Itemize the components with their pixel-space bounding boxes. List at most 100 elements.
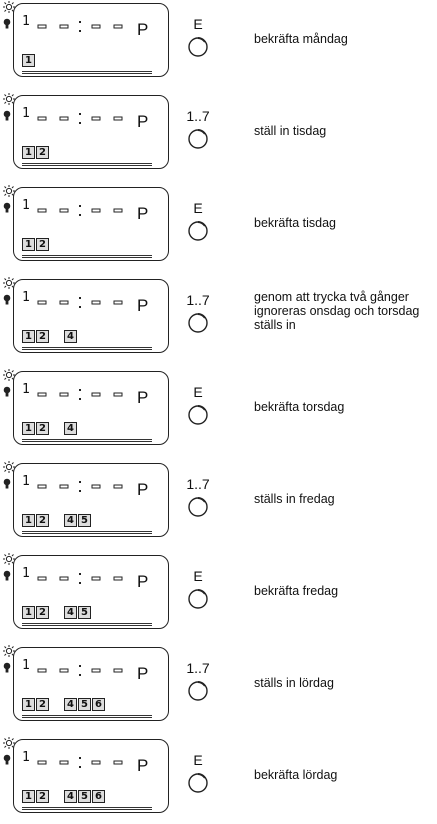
weekday-box: 2 <box>36 146 49 159</box>
weekday-box: 2 <box>36 422 49 435</box>
button-label: E <box>193 16 203 32</box>
step-caption: bekräfta lördag <box>254 768 338 782</box>
button-label: 1..7 <box>186 108 210 124</box>
step-caption: bekräfta tisdag <box>254 216 336 230</box>
weekday-box: 1 <box>22 698 35 711</box>
step-caption: ställs in fredag <box>254 492 335 506</box>
program-digit: 1 <box>22 198 30 213</box>
time-segments <box>37 389 123 400</box>
weekday-box: 5 <box>78 698 91 711</box>
bulb-icon <box>3 476 11 489</box>
weekday-box: 2 <box>36 606 49 619</box>
dial-button-icon <box>188 681 208 701</box>
dial-button-icon <box>188 497 208 517</box>
p-label: P <box>137 20 149 39</box>
bulb-icon <box>3 292 11 305</box>
weekday-bar <box>22 71 152 74</box>
time-segments <box>37 113 123 124</box>
time-segments <box>37 757 123 768</box>
program-digit: 1 <box>22 566 30 581</box>
weekday-box: 1 <box>22 790 35 803</box>
weekday-box: 6 <box>92 698 105 711</box>
p-label: P <box>137 572 149 591</box>
bulb-icon <box>3 16 11 29</box>
dial-button[interactable]: 1..7 <box>184 108 212 154</box>
step-caption: ställs in lördag <box>254 676 334 690</box>
bulb-icon <box>3 108 11 121</box>
weekday-box: 2 <box>36 330 49 343</box>
weekday-bar <box>22 623 152 626</box>
dial-button-icon <box>188 589 208 609</box>
dial-button[interactable]: E <box>184 16 212 62</box>
step-caption: bekräfta måndag <box>254 32 348 46</box>
weekday-box: 2 <box>36 514 49 527</box>
weekday-bar <box>22 715 152 718</box>
dial-button[interactable]: E <box>184 752 212 798</box>
step-caption: bekräfta fredag <box>254 584 339 598</box>
program-digit: 1 <box>22 474 30 489</box>
weekday-bar <box>22 531 152 534</box>
weekday-box: 5 <box>78 790 91 803</box>
dial-button[interactable]: 1..7 <box>184 660 212 706</box>
time-segments <box>37 205 123 216</box>
weekday-box: 1 <box>22 238 35 251</box>
weekday-box: 1 <box>22 54 35 67</box>
step-caption: ställ in tisdag <box>254 124 327 138</box>
weekday-box: 4 <box>64 698 77 711</box>
weekday-box: 1 <box>22 422 35 435</box>
weekday-box: 1 <box>22 606 35 619</box>
bulb-icon <box>3 200 11 213</box>
program-digit: 1 <box>22 382 30 397</box>
program-digit: 1 <box>22 658 30 673</box>
program-digit: 1 <box>22 290 30 305</box>
weekday-box: 1 <box>22 330 35 343</box>
weekday-box: 4 <box>64 514 77 527</box>
dial-button[interactable]: E <box>184 384 212 430</box>
button-label: 1..7 <box>186 476 210 492</box>
dial-button[interactable]: 1..7 <box>184 292 212 338</box>
p-label: P <box>137 204 149 223</box>
dial-button[interactable]: E <box>184 568 212 614</box>
bulb-icon <box>3 568 11 581</box>
dial-button-icon <box>188 405 208 425</box>
dial-button-icon <box>188 37 208 57</box>
weekday-box: 4 <box>64 790 77 803</box>
program-digit: 1 <box>22 750 30 765</box>
p-label: P <box>137 480 149 499</box>
time-segments <box>37 481 123 492</box>
dial-button[interactable]: 1..7 <box>184 476 212 522</box>
dial-button[interactable]: E <box>184 200 212 246</box>
bulb-icon <box>3 660 11 673</box>
weekday-box: 4 <box>64 422 77 435</box>
step-caption: genom att trycka två gånger ignoreras on… <box>254 290 420 332</box>
dial-button-icon <box>188 313 208 333</box>
dial-button-icon <box>188 129 208 149</box>
time-segments <box>37 573 123 584</box>
dial-button-icon <box>188 221 208 241</box>
button-label: 1..7 <box>186 660 210 676</box>
weekday-box: 5 <box>78 514 91 527</box>
weekday-bar <box>22 807 152 810</box>
weekday-box: 4 <box>64 606 77 619</box>
p-label: P <box>137 756 149 775</box>
step-caption: bekräfta torsdag <box>254 400 345 414</box>
weekday-box: 1 <box>22 146 35 159</box>
weekday-bar <box>22 347 152 350</box>
weekday-box: 1 <box>22 514 35 527</box>
weekday-box: 4 <box>64 330 77 343</box>
button-label: E <box>193 200 203 216</box>
button-label: E <box>193 384 203 400</box>
p-label: P <box>137 388 149 407</box>
